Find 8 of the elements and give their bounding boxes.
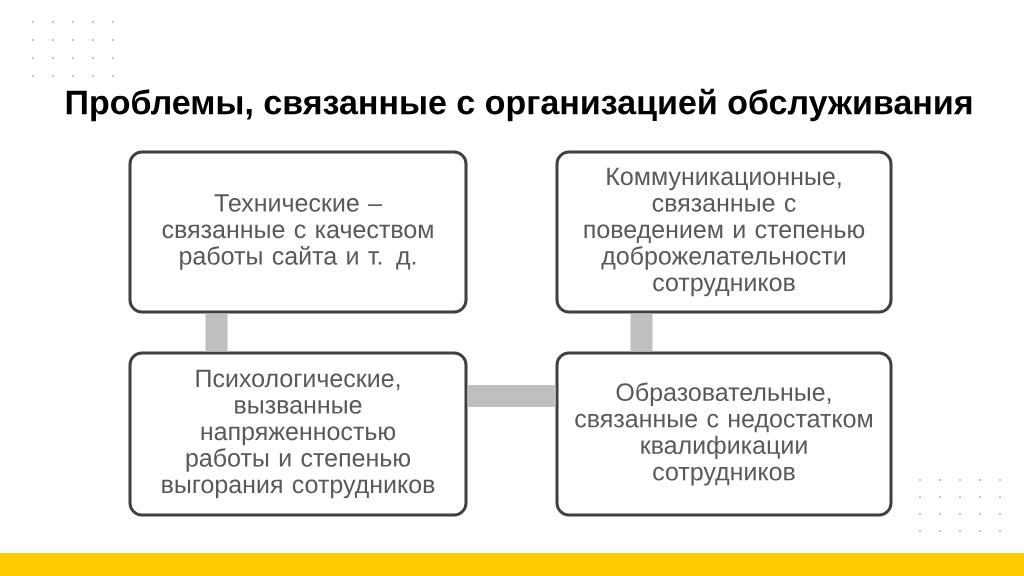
text-box: Психологические, вызванные напряженностью работы и степенью выгорания сотрудников <box>128 351 468 517</box>
connector-bar <box>630 313 653 352</box>
text-box: Технические – связанные с качеством работы сайта и т. д. <box>128 150 468 314</box>
connector-bar <box>205 313 228 352</box>
connector-bar <box>467 385 556 407</box>
text-box: Образовательные, связанные с недостатком квалификации сотрудников <box>555 351 893 517</box>
text-box: Коммуникационные, связанные с поведением и степенью доброжелательности сотрудников <box>555 150 893 314</box>
title: Проблемы, связанные с организацией обслуживания <box>66 88 972 122</box>
